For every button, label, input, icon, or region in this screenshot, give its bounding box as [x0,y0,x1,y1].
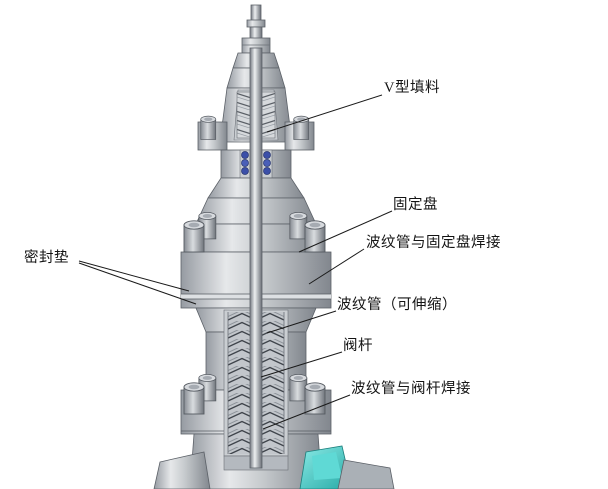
bolt [289,211,308,240]
leader-line-valve-stem [260,351,343,378]
packing-rings [241,151,271,175]
leader-line-bellows [266,310,337,334]
bolt [183,382,205,415]
bolt [183,220,205,253]
label-fixed-plate: 固定盘 [393,197,438,213]
valve-stem-part [249,47,263,469]
leader-line-bellows-valve-stem-weld [262,394,351,430]
leader-line-seal-gasket-1 [78,260,190,292]
valve-body [153,4,395,489]
stem-top [241,4,271,54]
bolt [289,373,308,402]
leader-line-bellows-fixed-plate-weld [308,248,365,285]
bolt [200,115,217,140]
label-valve-stem: 阀杆 [343,338,373,354]
seat-teal-highlight [312,452,342,480]
label-bellows-valve-stem-weld: 波纹管与阀杆焊接 [351,381,471,397]
label-bellows: 波纹管（可伸缩） [337,297,457,313]
bolt [304,220,326,253]
bolt [304,382,326,415]
leader-line-v-packing [266,94,383,133]
leader-line-fixed-plate [298,210,393,253]
label-v-packing: V型填料 [384,80,440,96]
leader-lines [78,94,393,430]
bottom-left-part [153,451,211,489]
leader-line-seal-gasket-2 [78,262,197,305]
label-bellows-fixed-plate-weld: 波纹管与固定盘焊接 [366,235,501,251]
bottom-right-part [337,459,395,489]
label-seal-gasket: 密封垫 [24,250,69,266]
